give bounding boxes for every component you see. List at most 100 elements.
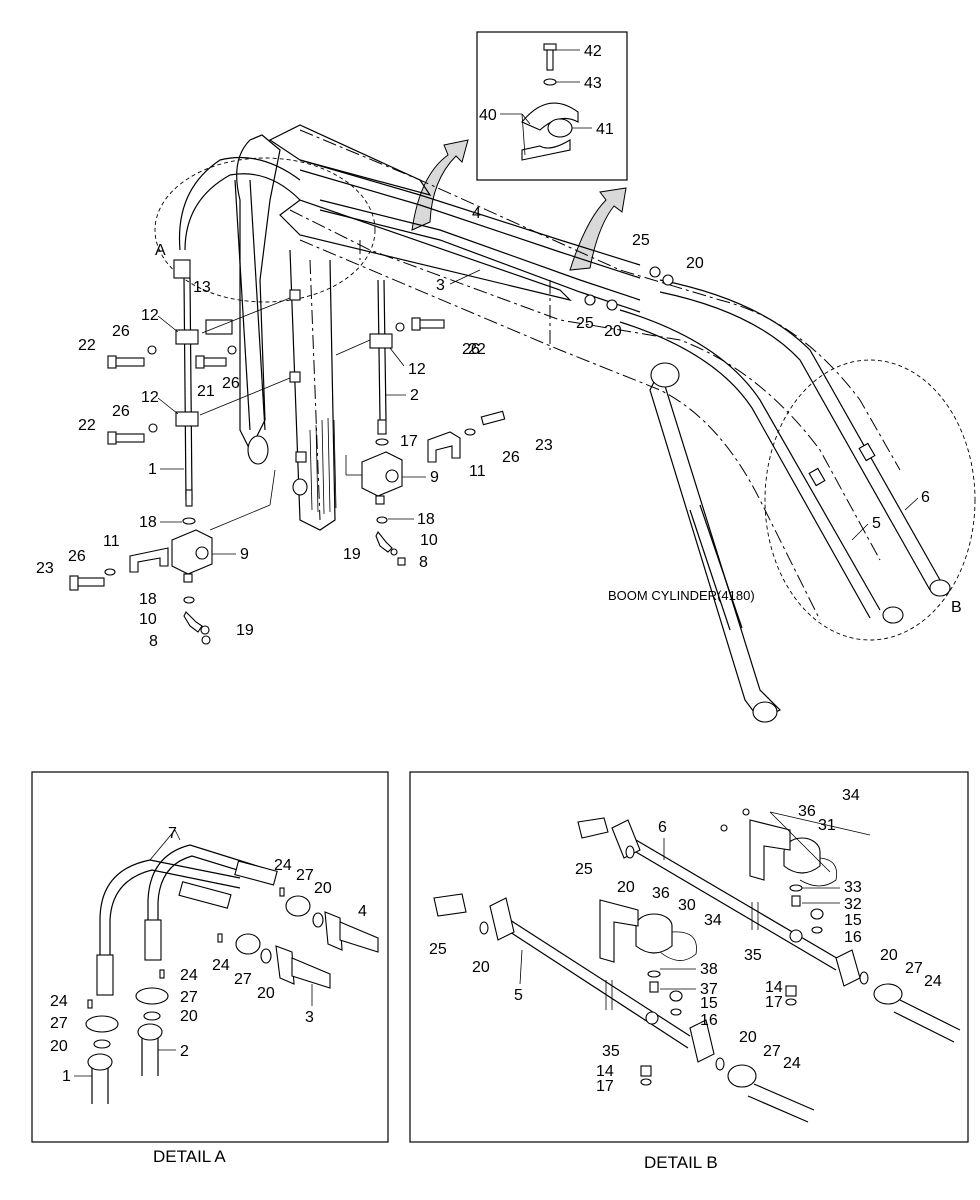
detailB-callout-6: 6 <box>658 819 667 836</box>
callout-22: 22 <box>78 337 96 354</box>
callout-23: 23 <box>36 560 54 577</box>
callout-41: 41 <box>596 121 614 138</box>
callout-26: 26 <box>68 548 86 565</box>
detail-a-frame <box>31 771 389 1143</box>
detailB-callout-30: 30 <box>678 897 696 914</box>
callout-18: 18 <box>417 511 435 528</box>
detailA-callout-24: 24 <box>180 967 198 984</box>
detail-a-drawing <box>85 829 379 1104</box>
detailB-callout-34: 34 <box>842 787 860 804</box>
callout-8: 8 <box>149 633 158 650</box>
callout-17: 17 <box>400 433 418 450</box>
callout-1: 1 <box>148 461 157 478</box>
detailB-callout-16: 16 <box>844 929 862 946</box>
detailA-callout-20: 20 <box>50 1038 68 1055</box>
pipe-2-assembly <box>335 279 506 566</box>
detailB-callout-36: 36 <box>652 885 670 902</box>
detailA-callout-1: 1 <box>62 1068 71 1085</box>
detailA-callout-27: 27 <box>234 971 252 988</box>
detailA-callout-20: 20 <box>257 985 275 1002</box>
detailB-callout-34: 34 <box>704 912 722 929</box>
detailA-callout-24: 24 <box>50 993 68 1010</box>
callout-22: 22 <box>468 341 486 358</box>
detailA-callout-20: 20 <box>314 880 332 897</box>
callout-21: 21 <box>197 383 215 400</box>
boom-assembly <box>154 124 976 723</box>
callout-20: 20 <box>686 255 704 272</box>
callout-9: 9 <box>430 469 439 486</box>
detailB-callout-14: 14 <box>765 979 783 996</box>
callout-43: 43 <box>584 75 602 92</box>
detailB-callout-24: 24 <box>924 973 942 990</box>
callout-23: 23 <box>535 437 553 454</box>
callout-6: 6 <box>921 489 930 506</box>
detailB-callout-15: 15 <box>844 912 862 929</box>
callout-25: 25 <box>632 232 650 249</box>
callout-22: 22 <box>78 417 96 434</box>
callout-11: 11 <box>103 533 120 550</box>
detailB-callout-27: 27 <box>905 960 923 977</box>
callout-40: 40 <box>479 107 497 124</box>
callout-13: 13 <box>193 279 211 296</box>
callout-4: 4 <box>472 205 481 222</box>
detail-a-caption: DETAIL A <box>153 1147 226 1166</box>
pipe-1-assembly <box>69 259 307 645</box>
detailB-callout-5: 5 <box>514 987 523 1004</box>
callout-B: B <box>951 599 962 616</box>
clamp-inset <box>476 31 628 181</box>
callout-9: 9 <box>240 546 249 563</box>
detailB-callout-17: 17 <box>596 1078 614 1095</box>
callout-2: 2 <box>410 387 419 404</box>
detailB-callout-16: 16 <box>700 1012 718 1029</box>
callout-10: 10 <box>139 611 157 628</box>
detailA-callout-7: 7 <box>168 825 177 842</box>
detailB-callout-37: 37 <box>700 981 718 998</box>
callout-12: 12 <box>408 361 426 378</box>
detailB-callout-14: 14 <box>596 1063 614 1080</box>
detailB-callout-38: 38 <box>700 961 718 978</box>
detailA-callout-3: 3 <box>305 1009 314 1026</box>
detailB-callout-20: 20 <box>617 879 635 896</box>
callout-18: 18 <box>139 514 157 531</box>
arrow-shape <box>569 187 627 271</box>
detail-b-drawing <box>433 808 961 1123</box>
detailA-callout-27: 27 <box>296 867 314 884</box>
detailB-callout-35: 35 <box>744 947 762 964</box>
detailB-callout-27: 27 <box>763 1043 781 1060</box>
callout-26: 26 <box>222 375 240 392</box>
callout-26: 26 <box>112 323 130 340</box>
callout-26: 26 <box>502 449 520 466</box>
detailB-callout-36: 36 <box>798 803 816 820</box>
detailA-callout-24: 24 <box>212 957 230 974</box>
detailB-callout-20: 20 <box>739 1029 757 1046</box>
detailB-callout-33: 33 <box>844 879 862 896</box>
detailA-callout-27: 27 <box>180 989 198 1006</box>
detailB-callout-24: 24 <box>783 1055 801 1072</box>
callout-19: 19 <box>236 622 254 639</box>
detailA-callout-4: 4 <box>358 903 367 920</box>
callout-11: 11 <box>469 463 486 480</box>
detailB-callout-20: 20 <box>880 947 898 964</box>
callout-5: 5 <box>872 515 881 532</box>
callout-10: 10 <box>420 532 438 549</box>
detailB-callout-32: 32 <box>844 896 862 913</box>
detailB-callout-20: 20 <box>472 959 490 976</box>
callout-12: 12 <box>141 307 159 324</box>
detailA-callout-20: 20 <box>180 1008 198 1025</box>
detail-b-frame <box>409 771 969 1143</box>
detailB-callout-25: 25 <box>429 941 447 958</box>
detail-b-caption: DETAIL B <box>644 1153 718 1172</box>
detailB-callout-31: 31 <box>818 817 836 834</box>
callout-25: 25 <box>576 315 594 332</box>
callout-3: 3 <box>436 277 445 294</box>
arrow-shape <box>411 139 469 231</box>
boom-cylinder-note: BOOM CYLINDER(4180) <box>608 588 755 603</box>
callout-A: A <box>155 242 166 259</box>
detailB-callout-35: 35 <box>602 1043 620 1060</box>
callout-19: 19 <box>343 546 361 563</box>
callout-20: 20 <box>604 323 622 340</box>
callout-42: 42 <box>584 43 602 60</box>
detailB-callout-25: 25 <box>575 861 593 878</box>
detailB-callout-17: 17 <box>765 994 783 1011</box>
